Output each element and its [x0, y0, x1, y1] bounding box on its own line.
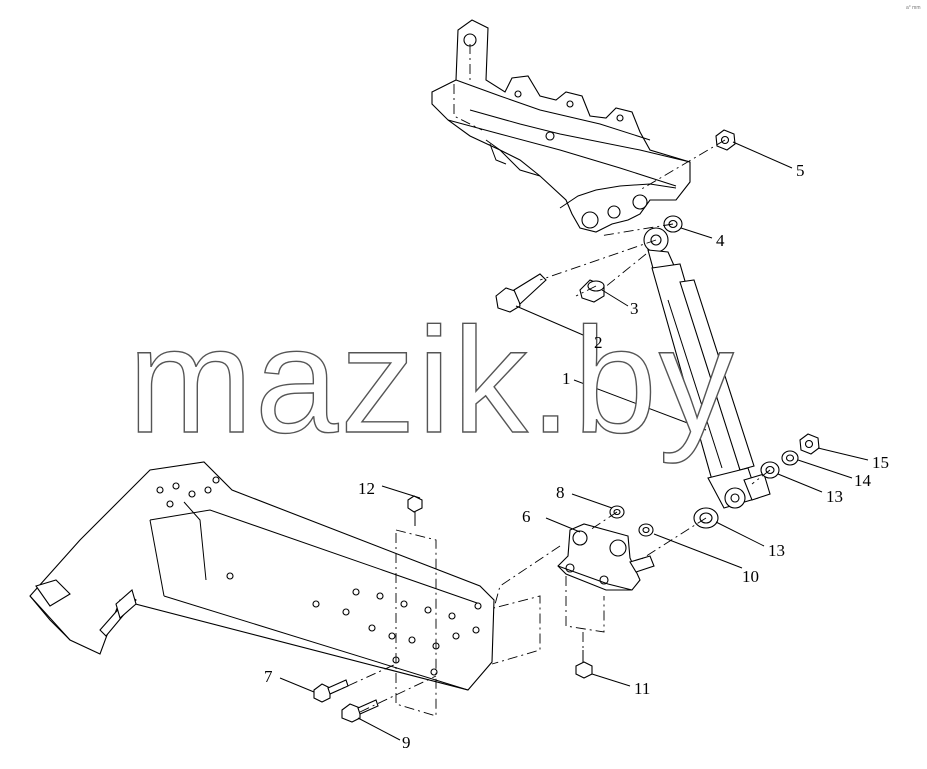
- part-5-nut: [715, 129, 736, 151]
- callout-13-left: 13: [768, 541, 785, 560]
- callout-15: 15: [872, 453, 889, 472]
- leader-lines: [279, 141, 869, 741]
- callout-2: 2: [594, 333, 603, 352]
- callout-5: 5: [796, 161, 805, 180]
- part-10-washer: [638, 523, 654, 537]
- callout-8: 8: [556, 483, 565, 502]
- part-12-bolt: [407, 495, 423, 526]
- callout-14: 14: [854, 471, 872, 490]
- part-14-washer: [781, 450, 799, 466]
- assembly-centerlines: [329, 44, 771, 717]
- part-6-lower-bracket: [557, 523, 655, 591]
- callout-labels: 5 4 3 2 1 15 14 13 13 12 8 6 10 11 7 9: [264, 161, 889, 752]
- part-7-bolt: [313, 679, 349, 703]
- corner-mark: a° mm: [906, 5, 921, 11]
- callout-11: 11: [634, 679, 650, 698]
- callout-13-right: 13: [826, 487, 843, 506]
- callout-12: 12: [358, 479, 375, 498]
- callout-6: 6: [522, 507, 531, 526]
- callout-9: 9: [402, 733, 411, 752]
- callout-7: 7: [264, 667, 273, 686]
- watermark: mazik.by: [128, 296, 736, 464]
- callout-3: 3: [630, 299, 639, 318]
- callout-4: 4: [716, 231, 725, 250]
- upper-bracket: [431, 19, 691, 233]
- frame-rail: [29, 461, 495, 691]
- part-8-nut: [609, 505, 625, 519]
- callout-10: 10: [742, 567, 759, 586]
- part-11-bolt: [575, 650, 593, 679]
- part-2-pin: [495, 273, 547, 313]
- part-1-cylinder: [643, 227, 771, 509]
- callout-1: 1: [562, 369, 571, 388]
- part-15-nut: [799, 433, 820, 455]
